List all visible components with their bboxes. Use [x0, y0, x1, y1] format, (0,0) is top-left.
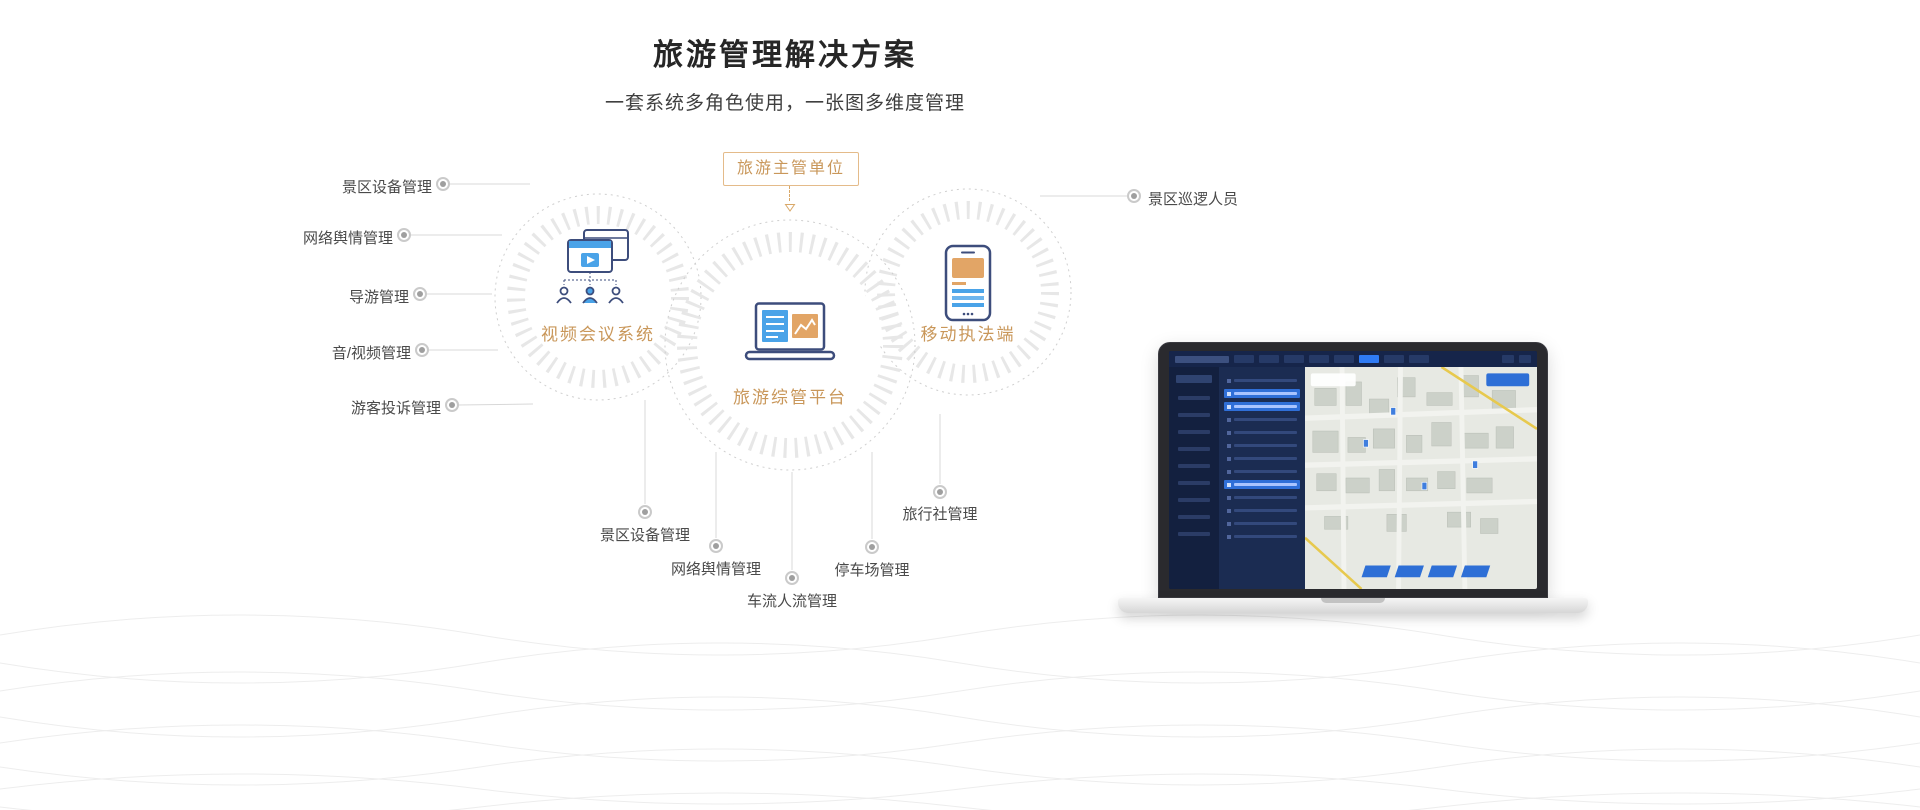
- laptop-mockup: [1158, 342, 1548, 598]
- sidebar-item: [1178, 447, 1210, 451]
- dot: [709, 539, 723, 553]
- dashboard-screenshot: [1169, 351, 1537, 589]
- wave-line: [0, 642, 1920, 684]
- dashboard-topbar: [1169, 351, 1537, 367]
- laptop-base: [1118, 598, 1588, 613]
- page-subtitle: 一套系统多角色使用，一张图多维度管理: [604, 93, 965, 114]
- dashboard-menu-item: [1384, 355, 1404, 363]
- wave-line: [0, 724, 1920, 762]
- dashboard-menu-item-active: [1359, 355, 1379, 363]
- left-label-device: 景区设备管理: [341, 179, 432, 196]
- mobile-phone-icon: [944, 244, 992, 322]
- dashboard-map: [1305, 367, 1537, 589]
- dot: [638, 505, 652, 519]
- map-bottom-buttons: [1361, 565, 1491, 578]
- left-label-av: 音/视频管理: [331, 345, 411, 362]
- map-roads: [1305, 367, 1537, 589]
- sidebar-item: [1178, 481, 1210, 485]
- dot: [445, 398, 459, 412]
- sidebar-item: [1178, 396, 1210, 400]
- wave-line: [0, 792, 1920, 810]
- map-panel-chip: [1310, 373, 1356, 387]
- dashboard-menu-item: [1502, 355, 1514, 363]
- dot: [436, 177, 450, 191]
- dashboard-menu-item: [1519, 355, 1531, 363]
- dot: [865, 540, 879, 554]
- map-highlight-road: [1305, 367, 1537, 589]
- list-item: [1224, 376, 1300, 385]
- sidebar-item: [1178, 430, 1210, 434]
- bottom-label-agency: 旅行社管理: [902, 506, 978, 523]
- list-item: [1224, 441, 1300, 450]
- wave-line: [0, 614, 1920, 656]
- list-item: [1224, 428, 1300, 437]
- page-title: 旅游管理解决方案: [653, 39, 917, 72]
- list-item: [1224, 454, 1300, 463]
- list-item-active: [1224, 402, 1300, 411]
- wave-line: [0, 773, 1920, 805]
- right-label-patrol: 景区巡逻人员: [1148, 191, 1239, 208]
- dashboard-logo: [1175, 355, 1229, 363]
- wave-line: [0, 696, 1920, 738]
- sidebar-item: [1178, 532, 1210, 536]
- connector-dots: [397, 177, 1141, 585]
- laptop-notch: [1321, 598, 1385, 603]
- sidebar-item: [1178, 515, 1210, 519]
- list-item: [1224, 506, 1300, 515]
- map-markers: [1363, 407, 1478, 491]
- sidebar-item: [1178, 464, 1210, 468]
- bottom-label-flow: 车流人流管理: [746, 593, 837, 610]
- bottom-label-parking: 停车场管理: [834, 562, 910, 579]
- arrow-down-icon: [784, 204, 796, 212]
- video-conference-icon: [556, 229, 629, 304]
- node-label-video-conference: 视频会议系统: [541, 325, 655, 344]
- dot: [785, 571, 799, 585]
- left-label-complaint: 游客投诉管理: [350, 400, 441, 417]
- bottom-label-opinion: 网络舆情管理: [670, 561, 761, 578]
- background-waves: [0, 614, 1920, 810]
- sidebar-logo: [1176, 375, 1212, 383]
- dashboard-menu-item: [1259, 355, 1279, 363]
- dot: [397, 228, 411, 242]
- authority-box: 旅游主管单位: [723, 152, 859, 186]
- list-item-active: [1224, 480, 1300, 489]
- dashboard-menu-item: [1234, 355, 1254, 363]
- dashboard-menu-item: [1334, 355, 1354, 363]
- dashboard-menu-item: [1284, 355, 1304, 363]
- map-buildings: [1312, 375, 1516, 534]
- dot: [1127, 189, 1141, 203]
- dashboard-sidebar-secondary: [1219, 367, 1305, 589]
- dot: [413, 287, 427, 301]
- list-item: [1224, 415, 1300, 424]
- node-label-platform: 旅游综管平台: [733, 388, 847, 407]
- dot: [933, 485, 947, 499]
- wave-line: [0, 671, 1920, 711]
- node-label-mobile: 移动执法端: [920, 325, 1016, 344]
- list-item-active: [1224, 389, 1300, 398]
- authority-dashed-line: [789, 186, 790, 201]
- map-action-chip: [1486, 373, 1530, 387]
- list-item: [1224, 467, 1300, 476]
- sidebar-item: [1178, 498, 1210, 502]
- connector-lines: [410, 183, 1127, 570]
- list-item: [1224, 532, 1300, 541]
- map-graphic: [1305, 367, 1537, 589]
- left-label-guide: 导游管理: [348, 289, 409, 306]
- wave-line: [0, 748, 1920, 786]
- list-item: [1224, 519, 1300, 528]
- bottom-label-device: 景区设备管理: [599, 527, 690, 544]
- dashboard-menu-item: [1409, 355, 1429, 363]
- dot: [415, 343, 429, 357]
- laptop-dashboard-icon: [744, 302, 836, 361]
- left-label-opinion: 网络舆情管理: [302, 230, 393, 247]
- dashboard-menu-item: [1309, 355, 1329, 363]
- list-item: [1224, 493, 1300, 502]
- sidebar-item: [1178, 413, 1210, 417]
- dashboard-sidebar-primary: [1169, 367, 1219, 589]
- dashboard-body: [1169, 367, 1537, 589]
